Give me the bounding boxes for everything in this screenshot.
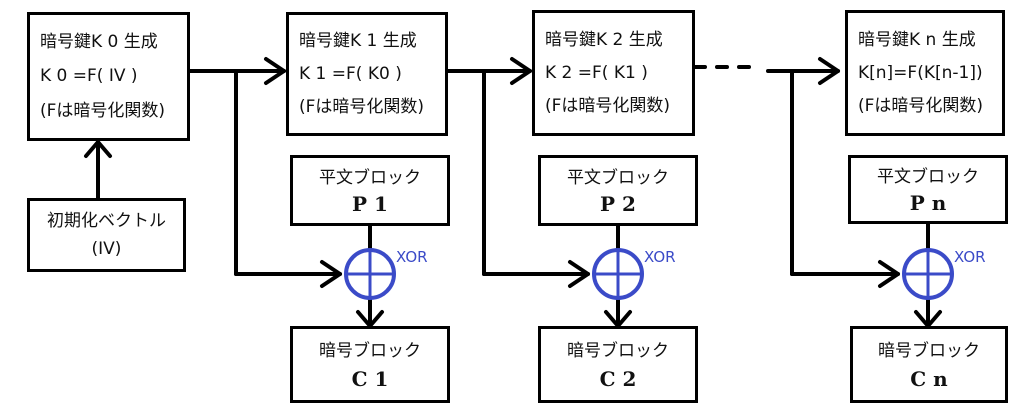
plaintext-block-label: P n — [909, 190, 947, 215]
plaintext-block-title: 平文ブロック — [567, 167, 669, 188]
key-block-title: 暗号鍵K n 生成 — [858, 29, 976, 50]
arrowhead-iv-to-k0 — [84, 140, 112, 158]
ciphertext-block-1: 暗号ブロック C 1 — [290, 326, 450, 403]
arrowhead-k1-to-k2 — [510, 57, 532, 85]
key-block-formula: K 0 =F( IV ) — [40, 66, 138, 87]
key-block-title: 暗号鍵K 0 生成 — [40, 32, 158, 53]
arrowhead-k0-to-xor1 — [320, 260, 342, 288]
plaintext-block-1: 平文ブロック P 1 — [290, 155, 450, 226]
arrowhead-to-xorn — [878, 260, 900, 288]
key-block-kn: 暗号鍵K n 生成 K[n]=F(K[n-1]) (Fは暗号化関数) — [845, 10, 1005, 136]
iv-block: 初期化ベクトル (IV) — [27, 198, 186, 272]
key-block-note: (Fは暗号化関数) — [858, 96, 984, 117]
xor-icon — [344, 248, 396, 300]
xor-icon — [902, 248, 954, 300]
iv-block-title: 初期化ベクトル — [47, 211, 166, 231]
key-block-note: (Fは暗号化関数) — [545, 96, 671, 117]
key-block-k2: 暗号鍵K 2 生成 K 2 =F( K1 ) (Fは暗号化関数) — [532, 10, 695, 136]
arrowhead-to-kn — [818, 57, 840, 85]
key-block-k1: 暗号鍵K 1 生成 K 1 =F( K0 ) (Fは暗号化関数) — [286, 12, 448, 136]
key-block-title: 暗号鍵K 1 生成 — [299, 31, 417, 52]
key-block-formula: K 2 =F( K1 ) — [545, 62, 648, 83]
ciphertext-block-title: 暗号ブロック — [567, 340, 669, 361]
plaintext-block-label: P 1 — [352, 191, 388, 216]
arrowhead-k0-to-k1 — [264, 57, 286, 85]
ciphertext-block-n: 暗号ブロック C n — [850, 326, 1008, 403]
key-block-note: (Fは暗号化関数) — [299, 96, 425, 117]
key-block-formula: K 1 =F( K0 ) — [299, 63, 402, 84]
plaintext-block-n: 平文ブロック P n — [848, 155, 1008, 224]
xor-label: XOR — [954, 248, 986, 266]
key-block-formula: K[n]=F(K[n-1]) — [858, 62, 983, 83]
ciphertext-block-label: C n — [910, 366, 948, 391]
key-block-k0: 暗号鍵K 0 生成 K 0 =F( IV ) (Fは暗号化関数) — [27, 12, 190, 141]
xor-label: XOR — [396, 248, 428, 266]
plaintext-block-title: 平文ブロック — [319, 167, 421, 188]
xor-icon — [592, 248, 644, 300]
xor-label: XOR — [644, 248, 676, 266]
ciphertext-block-title: 暗号ブロック — [319, 340, 421, 361]
key-block-note: (Fは暗号化関数) — [40, 100, 166, 121]
arrowhead-k1-to-xor2 — [568, 260, 590, 288]
ciphertext-block-title: 暗号ブロック — [878, 340, 980, 361]
plaintext-block-label: P 2 — [600, 191, 636, 216]
key-block-title: 暗号鍵K 2 生成 — [545, 29, 663, 50]
plaintext-block-2: 平文ブロック P 2 — [538, 155, 698, 226]
ciphertext-block-2: 暗号ブロック C 2 — [538, 326, 698, 403]
ciphertext-block-label: C 2 — [599, 366, 637, 391]
iv-block-abbr: (IV) — [91, 239, 122, 259]
plaintext-block-title: 平文ブロック — [877, 166, 979, 187]
ciphertext-block-label: C 1 — [351, 366, 389, 391]
